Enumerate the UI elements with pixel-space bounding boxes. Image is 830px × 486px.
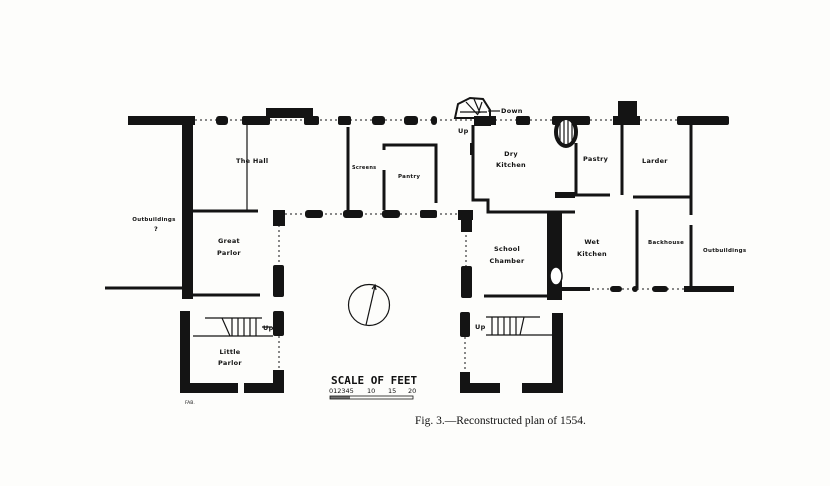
label-outbuildings-right: Outbuildings <box>703 248 747 254</box>
label-little-parlor: Parlor <box>218 359 242 367</box>
label-down: Down <box>501 107 523 115</box>
label-question-mark: ? <box>154 225 158 233</box>
compass <box>347 283 391 327</box>
label-parlor: Parlor <box>217 249 241 257</box>
label-chamber: Chamber <box>490 257 525 265</box>
label-the-hall: The Hall <box>236 157 268 165</box>
scale-tick: 15 <box>388 387 396 395</box>
walls <box>105 96 735 393</box>
label-pastry: Pastry <box>583 155 609 163</box>
label-school: School <box>494 245 520 253</box>
label-up-left: Up <box>263 324 274 332</box>
scale-tick: 10 <box>367 387 375 395</box>
label-backhouse: Backhouse <box>648 240 684 246</box>
label-dry: Dry <box>504 150 518 158</box>
label-outbuildings-left: Outbuildings <box>132 217 176 223</box>
label-up-right: Up <box>475 323 486 331</box>
label-great: Great <box>218 237 240 245</box>
label-screens: Screens <box>352 165 376 171</box>
scale-tick: 012345 <box>329 387 354 395</box>
draftsman-initials: FAB. <box>185 400 195 406</box>
room-labels: The Hall Screens Pantry Dry Kitchen Past… <box>132 107 747 367</box>
figure-caption: Fig. 3.—Reconstructed plan of 1554. <box>415 415 586 427</box>
label-pantry: Pantry <box>398 174 420 180</box>
scale-tick: 20 <box>408 387 416 395</box>
label-up-top: Up <box>458 127 469 135</box>
scale-bar: SCALE OF FEET 012345 10 15 20 <box>329 374 417 400</box>
label-larder: Larder <box>642 157 668 165</box>
scale-title: SCALE OF FEET <box>331 374 417 387</box>
label-wet: Wet <box>584 238 599 246</box>
label-little: Little <box>219 348 240 356</box>
label-wet-kitchen: Kitchen <box>577 250 607 258</box>
label-kitchen: Kitchen <box>496 161 526 169</box>
